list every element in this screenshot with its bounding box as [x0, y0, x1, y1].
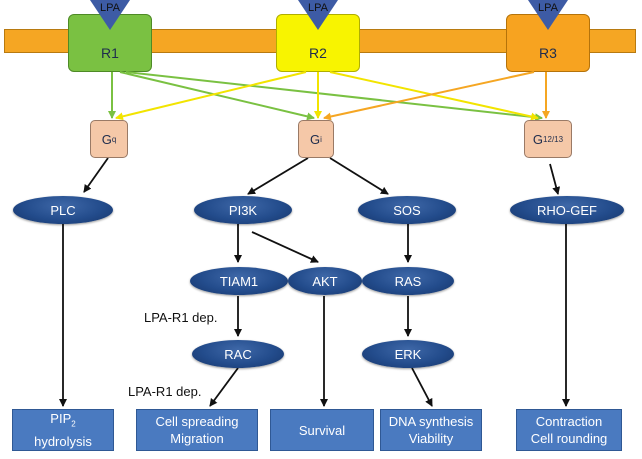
receptor-r3-label: R3 — [539, 45, 557, 61]
outcome-pip2-hydrolysis: PIP2 hydrolysis — [12, 409, 114, 451]
outcome-pip2-line1: PIP2 — [50, 410, 75, 433]
note-lpa-r1-dependent-rac: LPA-R1 dep. — [144, 310, 218, 325]
g1213-base: G — [532, 131, 544, 147]
outcome-cell-spreading: Cell spreading Migration — [136, 409, 258, 451]
node-rho-gef: RHO-GEF — [510, 196, 624, 224]
node-plc: PLC — [13, 196, 113, 224]
g1213-to-rhogef-arrow — [549, 163, 561, 195]
lpa-ligand-triangle-r3 — [528, 0, 568, 30]
note-lpa-r1-dependent-migration: LPA-R1 dep. — [128, 384, 202, 399]
lpa-label-r2: LPA — [308, 2, 328, 14]
node-akt: AKT — [288, 267, 362, 295]
r3-to-gi-arrow — [323, 71, 535, 121]
outcome-survival-label: Survival — [298, 422, 346, 438]
node-rac: RAC — [192, 340, 284, 368]
receptor-r1-label: R1 — [101, 45, 119, 61]
gi-to-pi3k-arrow — [247, 157, 309, 195]
outcome-cell-spreading-line2: Migration — [170, 431, 224, 446]
gq-sub: q — [111, 134, 117, 144]
r2-to-g1213-arrow — [329, 71, 539, 121]
outcome-contraction-line2: Cell rounding — [530, 431, 608, 446]
r1-to-gi-arrow — [119, 71, 315, 121]
receptor-r2-label: R2 — [309, 45, 327, 61]
g1213-sub: 12/13 — [543, 134, 564, 144]
gq-base: G — [101, 131, 112, 147]
lpa-ligand-triangle-r2 — [298, 0, 338, 30]
pip2-sub: 2 — [71, 419, 76, 429]
pi3k-to-akt-arrow — [251, 231, 319, 263]
outcome-pip2-line2: hydrolysis — [34, 433, 92, 449]
node-pi3k: PI3K — [194, 196, 292, 224]
node-erk: ERK — [362, 340, 454, 368]
node-ras: RAS — [362, 267, 454, 295]
outcome-contraction-line1: Contraction — [535, 414, 603, 429]
lpa-label-r3: LPA — [538, 2, 558, 14]
r1-to-g1213-arrow — [125, 71, 543, 122]
erk-to-dna-arrow — [411, 367, 433, 407]
gq-to-plc-arrow — [83, 157, 109, 193]
outcome-survival: Survival — [270, 409, 374, 451]
node-sos: SOS — [358, 196, 456, 224]
lpa-label-r1: LPA — [100, 2, 120, 14]
gi-sub: i — [320, 134, 322, 144]
rac-to-cell-spreading-arrow — [209, 367, 239, 407]
outcome-dna-line2: Viability — [408, 431, 454, 446]
gi-to-sos-arrow — [329, 157, 389, 195]
outcome-dna-synthesis: DNA synthesis Viability — [380, 409, 482, 451]
outcome-contraction: Contraction Cell rounding — [516, 409, 622, 451]
outcome-cell-spreading-line1: Cell spreading — [155, 414, 239, 429]
gi-base: G — [310, 131, 321, 147]
outcome-dna-line1: DNA synthesis — [388, 414, 474, 429]
lpa-ligand-triangle-r1 — [90, 0, 130, 30]
pip2-base: PIP — [50, 411, 72, 427]
r2-to-gq-arrow — [115, 71, 307, 121]
node-tiam1: TIAM1 — [190, 267, 288, 295]
